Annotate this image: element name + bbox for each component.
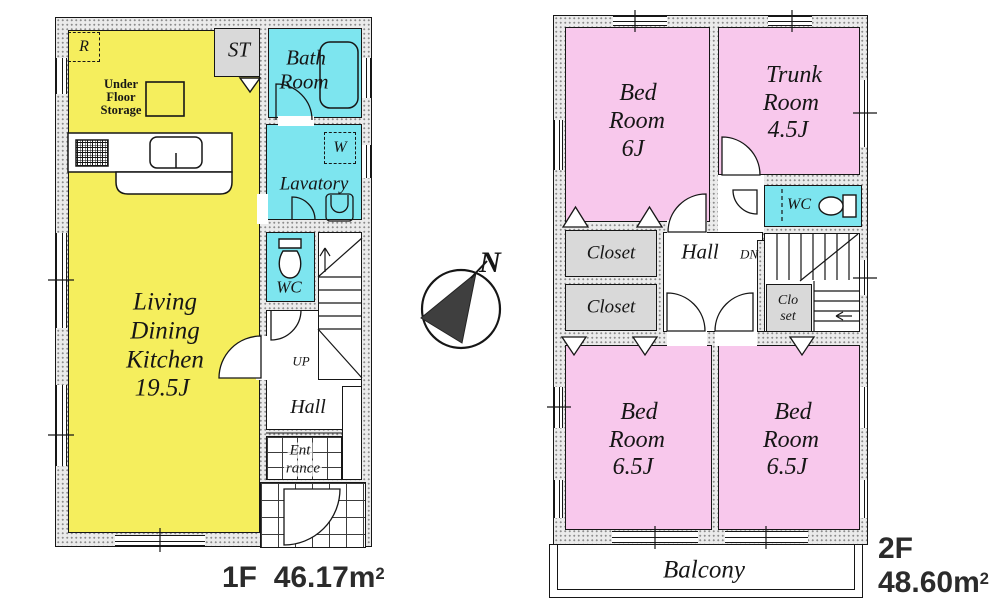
floor1-area-label: 1F 46.17m2 — [222, 561, 385, 594]
ldk-label: 19.5J — [134, 374, 190, 402]
window — [56, 385, 67, 466]
ldk-door-opening — [256, 336, 268, 380]
window — [361, 145, 371, 178]
trunk-door-opening — [722, 172, 760, 180]
lavatory-door-opening — [257, 194, 268, 224]
bedroom6j-label: 6J — [621, 136, 645, 162]
balcony-label: Balcony — [663, 556, 745, 584]
balcony-inner-line — [557, 545, 855, 590]
closet-small-label: set — [780, 309, 796, 324]
window — [612, 531, 698, 543]
bathroom-label: Room — [279, 69, 329, 94]
shoe-cabinet — [342, 386, 362, 480]
floor2-area-label: 2F — [878, 532, 914, 565]
wc-2f-label: WC — [787, 196, 811, 213]
window — [115, 535, 205, 546]
closet-bottom-label: Closet — [586, 296, 636, 318]
closet-small — [766, 284, 812, 332]
ldk-label: Kitchen — [126, 346, 204, 374]
washing-machine-box — [324, 132, 356, 164]
closet-small-label: Clo — [777, 293, 799, 308]
bedroom6j-door-opening — [667, 220, 707, 234]
bedroom65l-door-opening — [667, 330, 707, 346]
entrance-label: Ent — [287, 442, 313, 459]
room-storage-st — [214, 28, 260, 77]
window — [859, 480, 868, 518]
under-floor-storage-label: Floor — [106, 89, 136, 104]
floor2-area-label: 48.60m2 — [878, 566, 989, 599]
window — [554, 387, 563, 428]
window — [56, 233, 67, 328]
window — [768, 16, 812, 26]
bedroom6j-label: Bed — [619, 80, 657, 106]
trunk-room-label: Trunk — [765, 62, 823, 88]
bedroom65l-label: Room — [609, 427, 665, 453]
stairs-1f — [318, 232, 362, 380]
washer-label: W — [333, 139, 347, 156]
under-floor-storage-label: Storage — [100, 102, 142, 117]
lavatory-label: Lavatory — [279, 173, 349, 195]
bath-door-opening — [278, 116, 314, 126]
window — [361, 58, 371, 98]
corridor-2f — [718, 175, 764, 232]
window — [56, 58, 67, 94]
bedroom65r-label: Bed — [774, 399, 812, 425]
under-floor-storage-label: Under — [103, 76, 139, 91]
bathroom-label: Bath — [286, 45, 326, 70]
window — [859, 80, 868, 147]
bedroom65r-label: Room — [763, 427, 819, 453]
refrigerator-label: R — [79, 38, 89, 55]
porch — [260, 482, 366, 548]
north-label: N — [479, 246, 501, 279]
closet-top-label: Closet — [586, 242, 636, 264]
ldk-label: Living — [133, 288, 197, 316]
bedroom65l-label: 6.5J — [612, 454, 654, 480]
bedroom65r-door-opening — [715, 330, 757, 346]
wc-1f-label: WC — [276, 277, 302, 297]
trunk-room-label: Room — [763, 90, 819, 116]
st-label: ST — [227, 37, 251, 62]
up-label: UP — [292, 353, 310, 369]
window — [725, 531, 808, 543]
hall-stairs-wall — [757, 240, 765, 332]
window — [613, 16, 667, 26]
dn-label: DN — [739, 246, 759, 262]
room-wc-2f — [764, 185, 862, 227]
bedroom65l-label: Bed — [620, 399, 658, 425]
trunk-room-label: 4.5J — [767, 117, 809, 143]
refrigerator-box — [68, 32, 100, 62]
compass-circle-icon — [420, 268, 502, 350]
compass-needle-icon — [420, 271, 477, 344]
window — [859, 387, 868, 428]
window — [554, 480, 563, 518]
window — [554, 120, 563, 170]
bedroom6j-label: Room — [609, 108, 665, 134]
entrance-label: rance — [283, 460, 323, 477]
hall-2f-label: Hall — [681, 239, 719, 264]
window — [859, 260, 868, 295]
hall-1f-label: Hall — [290, 396, 326, 418]
ldk-label: Dining — [130, 317, 200, 345]
bedroom65r-label: 6.5J — [766, 454, 808, 480]
room-living-dining-kitchen — [68, 30, 260, 533]
